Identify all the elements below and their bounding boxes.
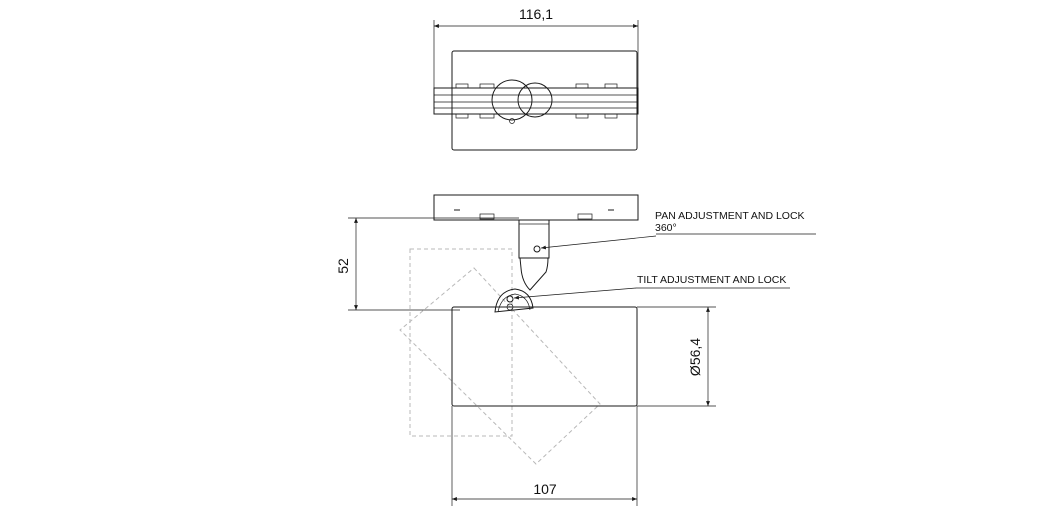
top-view-track (433, 87, 639, 115)
diameter-dimension: Ø56,4 (687, 338, 703, 376)
pan-adjustment-label: PAN ADJUSTMENT AND LOCK (655, 210, 805, 222)
height-dimension: 52 (335, 258, 351, 274)
side-view: 52 Ø56,4 107 PAN ADJUSTMENT AND LOCK 360… (335, 194, 816, 506)
tilt-bracket (494, 288, 534, 313)
top-view: 116,1 (433, 6, 639, 151)
ghost-position-vertical (409, 248, 513, 437)
tilt-screw-icon (506, 295, 514, 303)
tilt-knuckle (519, 257, 549, 291)
pan-leader-line (540, 235, 657, 250)
lamp-body (451, 306, 638, 407)
pan-stem (518, 219, 550, 259)
bottom-width-dimension: 107 (533, 481, 557, 497)
tilt-leader-line (513, 287, 637, 300)
tilt-adjustment-label: TILT ADJUSTMENT AND LOCK (637, 274, 786, 286)
top-view-body (451, 50, 638, 151)
pan-degrees-label: 360° (655, 222, 677, 234)
pan-screw-icon (533, 245, 541, 253)
ghost-position-tilted (399, 267, 601, 465)
top-width-dimension: 116,1 (519, 6, 553, 22)
side-track (433, 194, 639, 221)
